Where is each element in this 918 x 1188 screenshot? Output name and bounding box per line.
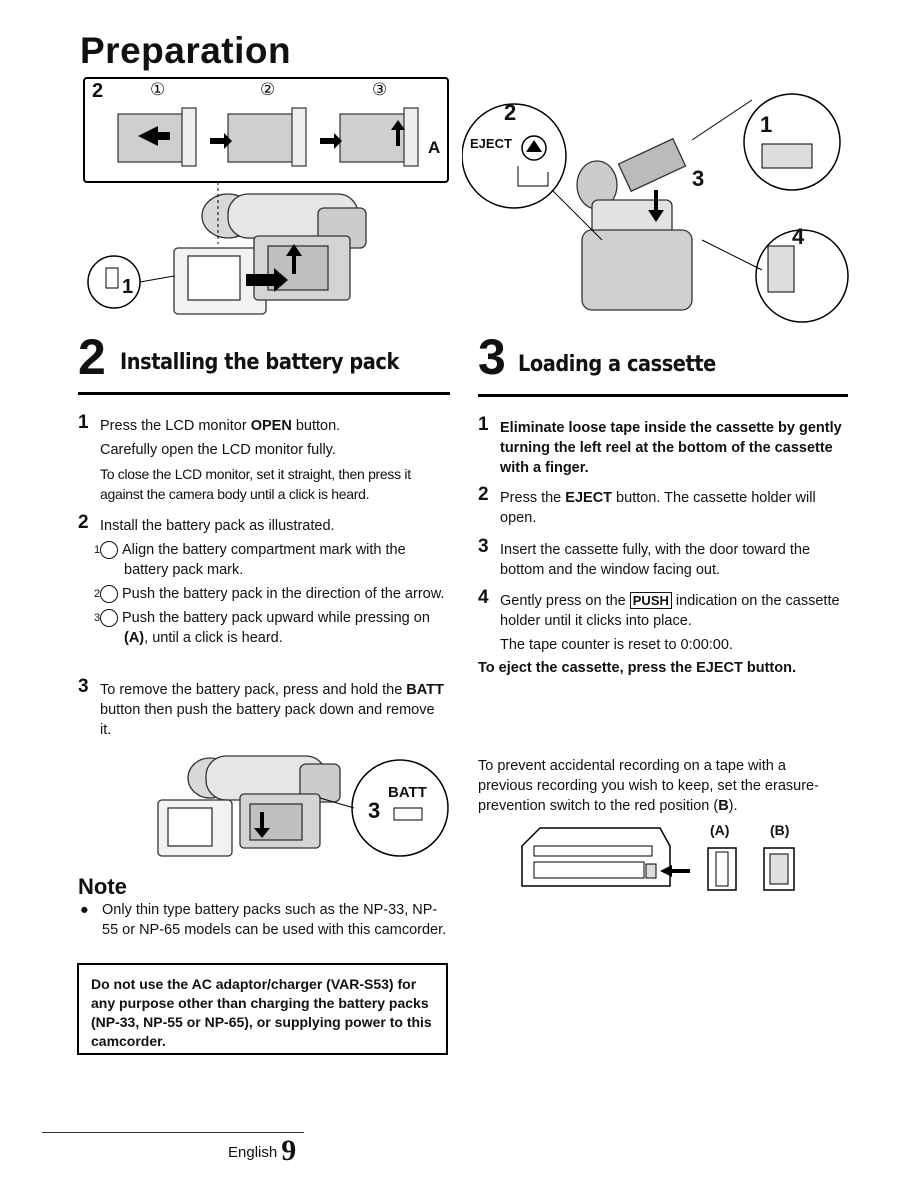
- footer-rule: [42, 1132, 304, 1133]
- eject-note: To eject the cassette, press the EJECT b…: [478, 660, 797, 676]
- fig-circle-3: ③: [372, 80, 388, 99]
- cassette-tab-figure: [521, 827, 795, 891]
- page-number: 9: [281, 1134, 297, 1167]
- fig-label-2: 2: [504, 100, 517, 125]
- cassette-section-number: 3: [478, 329, 506, 385]
- fig-circle-2: ②: [260, 80, 276, 99]
- cassette-load-figure: [462, 93, 849, 323]
- cassette-step-2: 2 Press the EJECT button. The cassette h…: [478, 484, 816, 527]
- fig-label-1: 1: [122, 276, 134, 298]
- step-number: 2: [478, 484, 489, 505]
- label-a: (A): [710, 822, 730, 838]
- push-indicator: PUSH: [629, 592, 672, 609]
- cassette-step-1: 1 Eliminate loose tape inside the casset…: [478, 414, 842, 477]
- step-number: 2: [78, 512, 89, 533]
- bullet-icon: ●: [80, 902, 89, 918]
- battery-step-1: 1 Press the LCD monitor OPEN button. Car…: [78, 412, 411, 503]
- cassette-step-4: 4 Gently press on the PUSH indication on…: [478, 587, 840, 654]
- battery-section-number: 2: [78, 329, 106, 385]
- batt-label: BATT: [388, 784, 427, 801]
- step-number: 3: [78, 676, 89, 697]
- battery-section-rule: [78, 392, 450, 395]
- step-number: 1: [478, 414, 489, 435]
- note-title: Note: [78, 874, 127, 899]
- fig-step-label: 2: [92, 80, 104, 102]
- cassette-section-rule: [478, 394, 848, 397]
- fig-eject-label: EJECT: [470, 136, 512, 151]
- page-title: Preparation: [80, 30, 292, 71]
- note-bullet: ● Only thin type battery packs such as t…: [80, 902, 447, 938]
- fig-label-1b: 1: [760, 112, 773, 137]
- battery-install-figure: [83, 77, 449, 315]
- batt-step-num: 3: [368, 798, 381, 823]
- footer-language: English: [228, 1144, 278, 1161]
- cassette-step-3: 3 Insert the cassette fully, with the do…: [478, 536, 811, 579]
- fig-label-3: 3: [692, 166, 705, 191]
- erasure-prevention-text: To prevent accidental recording on a tap…: [478, 758, 819, 814]
- fig-circle-1: ①: [150, 80, 166, 99]
- battery-section-title: Installing the battery pack: [120, 350, 399, 375]
- cassette-section-title: Loading a cassette: [518, 352, 716, 377]
- warning-box: Do not use the AC adaptor/charger (VAR-S…: [77, 963, 448, 1055]
- fig-label-4: 4: [792, 224, 805, 249]
- battery-step-2: 2 Install the battery pack as illustrate…: [78, 512, 448, 648]
- step-number: 3: [478, 536, 489, 557]
- fig-label-a: A: [428, 138, 441, 157]
- step-number: 1: [78, 412, 89, 433]
- label-b: (B): [770, 822, 790, 838]
- step-number: 4: [478, 587, 489, 608]
- battery-step-3: 3 To remove the battery pack, press and …: [78, 676, 444, 739]
- battery-remove-figure: [157, 755, 449, 857]
